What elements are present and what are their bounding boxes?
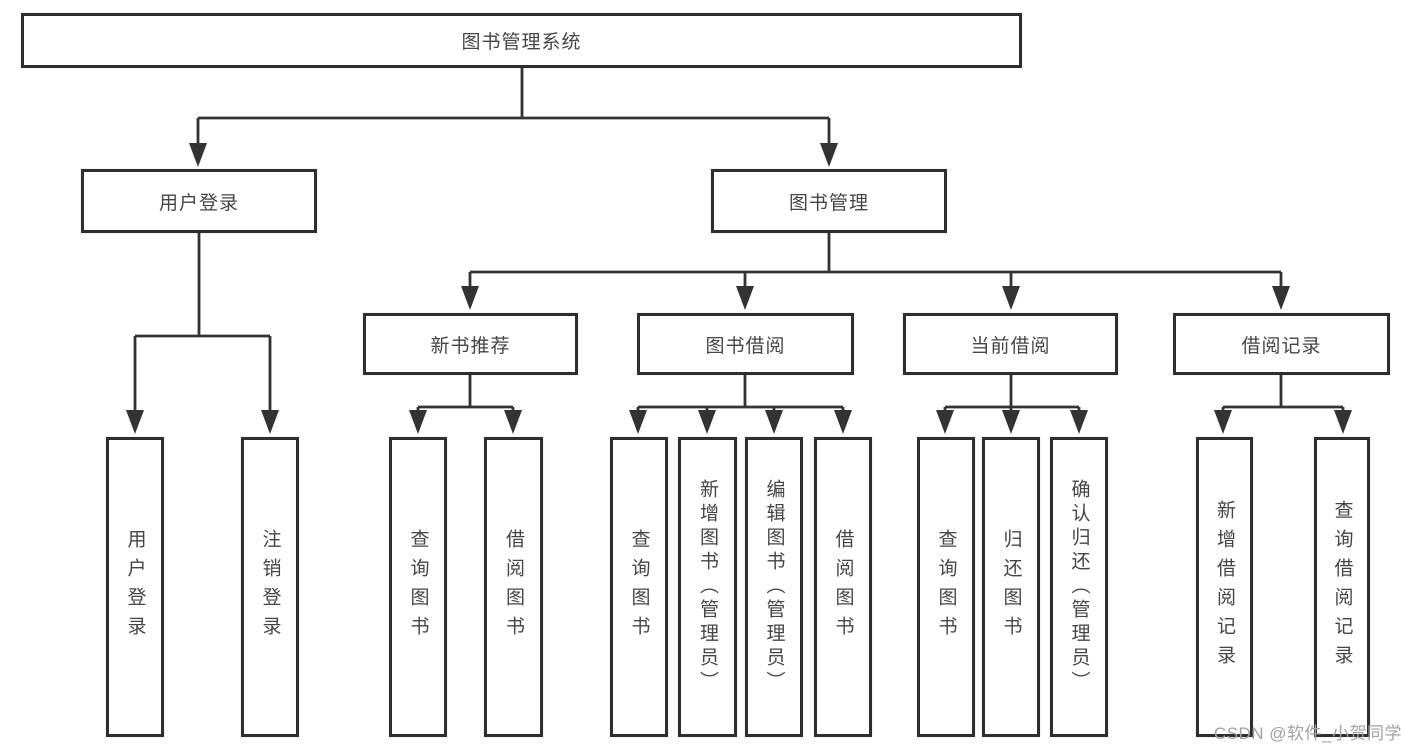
node-borrow-edit-books-admin: 编辑图书（管理员） [745,437,803,737]
node-borrow-add-books-admin: 新增图书（管理员） [678,437,737,737]
edge-records-to-children [1221,375,1345,413]
node-current-return-books: 归还图书 [982,437,1040,737]
edge-userlogin-to-children [133,233,272,413]
edge-newbooks-to-children [416,375,515,413]
node-borrow-borrow-books: 借阅图书 [814,437,872,737]
node-records-add-record: 新增借阅记录 [1196,437,1253,737]
edge-current-to-children [943,375,1081,413]
node-library-management-system: 图书管理系统 [21,13,1022,68]
node-current-confirm-return-admin: 确认归还（管理员） [1050,437,1108,737]
node-newbooks-query-books: 查询图书 [389,437,447,737]
edge-bookmgmt-to-children [468,233,1283,289]
node-records-query-record: 查询借阅记录 [1314,437,1370,737]
node-new-book-recommend: 新书推荐 [363,313,578,375]
node-book-management: 图书管理 [711,169,947,233]
node-current-borrowing: 当前借阅 [903,313,1118,375]
node-user-login-action: 用户登录 [106,437,164,737]
node-book-borrowing: 图书借阅 [637,313,854,375]
node-borrow-query-books: 查询图书 [610,437,668,737]
node-user-login: 用户登录 [81,169,317,233]
edge-borrow-to-children [636,375,845,413]
csdn-watermark: CSDN @软件_小贺同学 [1213,724,1402,743]
node-current-query-books: 查询图书 [917,437,975,737]
node-newbooks-borrow-books: 借阅图书 [484,437,543,737]
node-borrowing-records: 借阅记录 [1173,313,1390,375]
node-logout: 注销登录 [241,437,299,737]
edge-root-to-level2 [196,68,831,146]
